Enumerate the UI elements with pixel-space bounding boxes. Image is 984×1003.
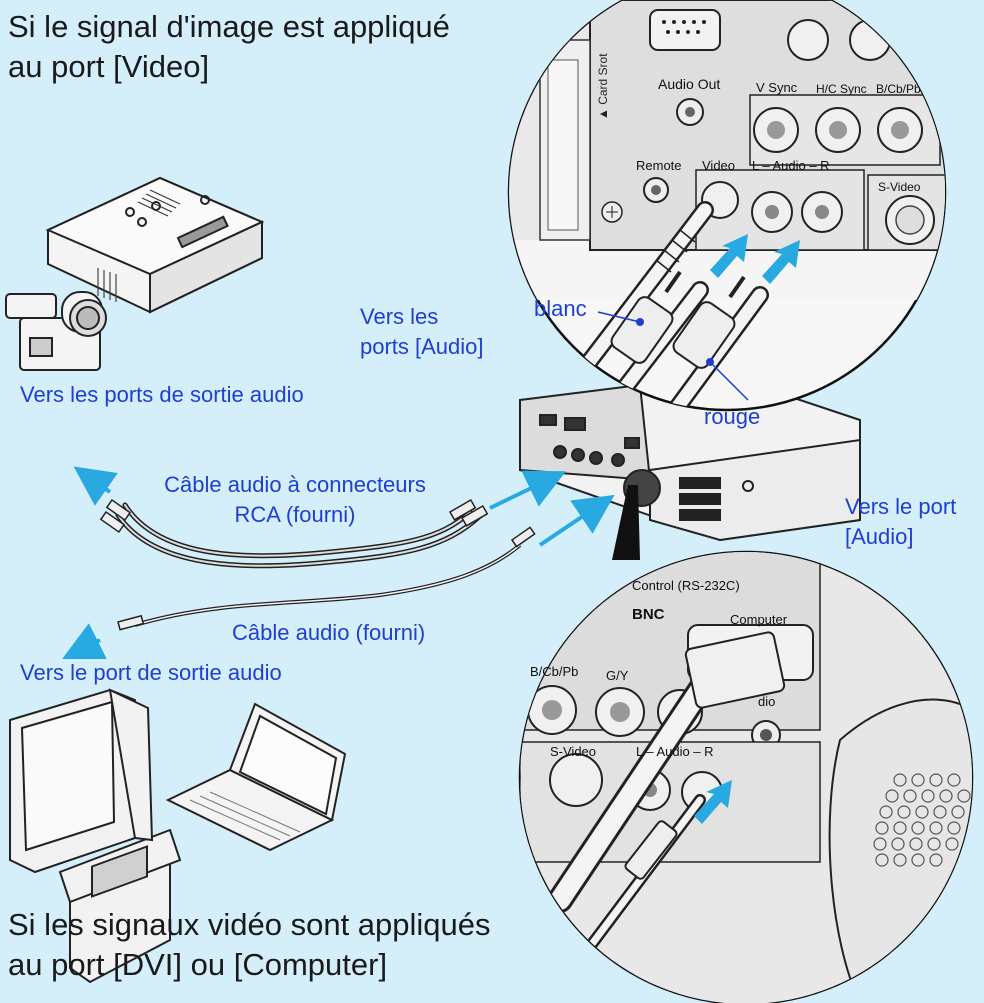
desktop-computer (9, 688, 182, 984)
minijack-plugs (117, 526, 536, 631)
callout-cable-audio: Câble audio (fourni) (232, 620, 426, 645)
panel-label-gy: G/Y (606, 668, 629, 683)
callout-vers-port-sortie: Vers le port de sortie audio (20, 660, 282, 685)
callout-cable-rca-line2: RCA (fourni) (234, 502, 356, 527)
panel-label-remote: Remote (636, 158, 682, 173)
minijack-cable (134, 543, 522, 627)
panel-label-l-audio-r-top: L – Audio – R (752, 158, 830, 173)
camcorder-device (5, 291, 107, 371)
panel-label-s-video-bottom: S-Video (550, 744, 597, 759)
panel-label-card-slot: ▲ Card Srot (596, 53, 610, 120)
panel-label-bnc: BNC (632, 606, 665, 623)
vcr-device (45, 176, 265, 314)
callout-ports-audio: ports [Audio] (360, 334, 484, 359)
zoom-circle-bottom (518, 550, 974, 1003)
rca-cable (115, 502, 483, 569)
panel-label-bcbpb-top: B/Cb/Pb (876, 82, 921, 96)
panel-label-video: Video (702, 158, 736, 173)
zoom-circle-top (507, 0, 947, 412)
panel-label-audio-out: Audio Out (658, 76, 721, 92)
panel-label-l-audio-r-bottom: L – Audio – R (636, 744, 714, 759)
callout-cable-rca-line1: Câble audio à connecteurs (164, 472, 426, 497)
panel-label-audio-partial: dio (758, 694, 776, 709)
callout-vers-sortie-audio: Vers les ports de sortie audio (20, 382, 304, 407)
heading-top-line1: Si le signal d'image est appliqué (8, 9, 450, 44)
panel-label-computer: Computer (730, 612, 788, 627)
zoom-wedge (612, 485, 640, 560)
panel-label-v-sync: V Sync (756, 80, 798, 95)
laptop-computer (165, 702, 347, 852)
connection-arrows (62, 466, 615, 659)
callout-vers-les: Vers les (360, 304, 439, 329)
panel-label-bcbpb-bottom: B/Cb/Pb (530, 664, 579, 679)
panel-label-hc-sync: H/C Sync (816, 82, 867, 96)
callout-port-audio: [Audio] (845, 524, 914, 549)
panel-label-control: Control (RS-232C) (632, 578, 740, 593)
callout-rouge: rouge (704, 404, 761, 429)
projector-body (519, 378, 861, 542)
callout-vers-le-port: Vers le port (845, 494, 957, 519)
rca-plugs (99, 498, 489, 534)
callout-blanc: blanc (534, 296, 587, 321)
heading-top-line2: au port [Video] (8, 49, 210, 84)
panel-label-s-video-top: S-Video (878, 180, 921, 194)
heading-bottom-line1: Si les signaux vidéo sont appliqués (8, 907, 491, 942)
heading-bottom-line2: au port [DVI] ou [Computer] (8, 947, 388, 982)
